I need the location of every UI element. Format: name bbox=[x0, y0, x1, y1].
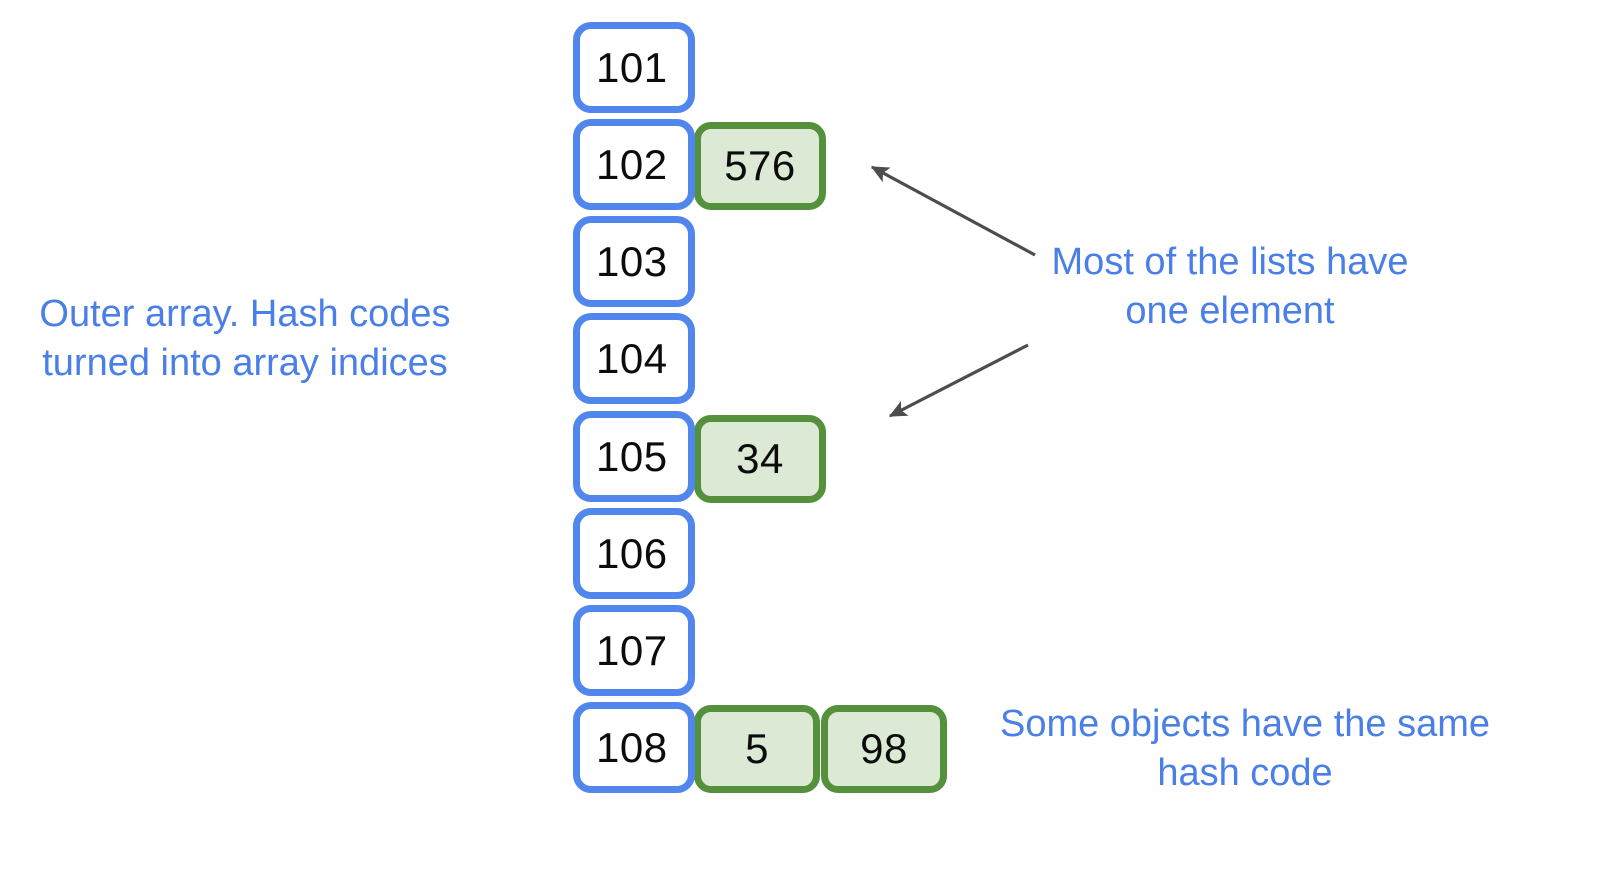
annotation-same-hash: Some objects have the same hash code bbox=[999, 703, 1491, 794]
bucket-index-label: 101 bbox=[596, 43, 668, 91]
list-node-102-0[interactable]: 576 bbox=[694, 122, 826, 210]
list-node-108-1[interactable]: 98 bbox=[821, 705, 947, 793]
bucket-index-label: 105 bbox=[596, 432, 668, 480]
bucket-index-label: 106 bbox=[596, 529, 668, 577]
annotation-outer-array: Outer array. Hash codes turned into arra… bbox=[39, 293, 451, 384]
bucket-cell-3[interactable]: 104 bbox=[573, 313, 695, 404]
bucket-index-label: 103 bbox=[596, 237, 668, 285]
bucket-index-label: 102 bbox=[596, 140, 668, 188]
list-node-value: 34 bbox=[736, 435, 784, 482]
bucket-cell-1[interactable]: 102 bbox=[573, 119, 695, 210]
list-node-105-0[interactable]: 34 bbox=[694, 415, 826, 503]
bucket-cell-0[interactable]: 101 bbox=[573, 22, 695, 113]
bucket-cell-2[interactable]: 103 bbox=[573, 216, 695, 307]
bucket-cell-7[interactable]: 108 bbox=[573, 702, 695, 793]
bucket-index-label: 108 bbox=[596, 723, 668, 771]
arrow-to-576-icon bbox=[870, 165, 1036, 257]
bucket-cell-5[interactable]: 106 bbox=[573, 508, 695, 599]
bucket-index-label: 104 bbox=[596, 334, 668, 382]
list-node-value: 98 bbox=[860, 725, 908, 772]
list-node-value: 576 bbox=[724, 142, 796, 189]
list-node-108-0[interactable]: 5 bbox=[694, 705, 820, 793]
bucket-cell-6[interactable]: 107 bbox=[573, 605, 695, 696]
arrow-to-34-icon bbox=[888, 343, 1029, 418]
bucket-cell-4[interactable]: 105 bbox=[573, 411, 695, 502]
annotation-one-element: Most of the lists have one element bbox=[1051, 241, 1409, 332]
bucket-index-label: 107 bbox=[596, 626, 668, 674]
list-node-value: 5 bbox=[745, 725, 769, 772]
